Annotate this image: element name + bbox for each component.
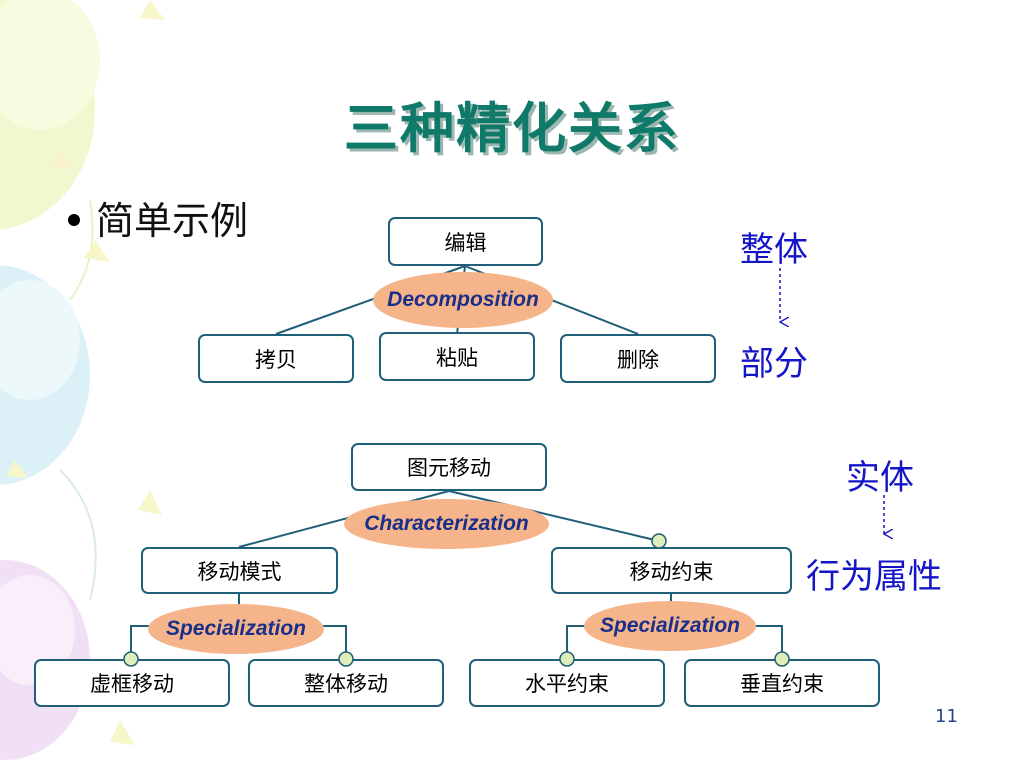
node-whole-move: 整体移动 xyxy=(248,659,444,707)
node-delete: 删除 xyxy=(560,334,716,383)
label-part: 部分 xyxy=(740,344,808,384)
node-horizontal-constraint: 水平约束 xyxy=(469,659,665,707)
node-vertical-constraint: 垂直约束 xyxy=(684,659,880,707)
node-graphic-move: 图元移动 xyxy=(351,443,547,491)
right-specialization-relation: Specialization xyxy=(584,601,756,651)
label-behavior-attribute: 行为属性 xyxy=(806,557,942,597)
connector-move-constraint xyxy=(448,490,660,542)
node-move-constraint: 移动约束 xyxy=(551,547,792,594)
node-dashed-frame-move: 虚框移动 xyxy=(34,659,230,707)
node-copy: 拷贝 xyxy=(198,334,354,383)
label-entity: 实体 xyxy=(846,458,914,498)
bullet-item: 简单示例 xyxy=(68,190,248,245)
node-edit: 编辑 xyxy=(388,217,543,266)
node-paste: 粘贴 xyxy=(379,332,535,381)
bullet-dot-icon xyxy=(68,213,80,226)
decomposition-relation: Decomposition xyxy=(373,272,553,328)
slide-title: 三种精化关系 xyxy=(344,97,680,160)
characterization-relation: Characterization xyxy=(344,499,549,549)
left-specialization-relation: Specialization xyxy=(148,604,324,654)
page-number: 11 xyxy=(935,706,958,727)
label-whole: 整体 xyxy=(740,230,808,270)
node-move-mode: 移动模式 xyxy=(141,547,338,594)
bullet-text: 简单示例 xyxy=(96,199,249,243)
